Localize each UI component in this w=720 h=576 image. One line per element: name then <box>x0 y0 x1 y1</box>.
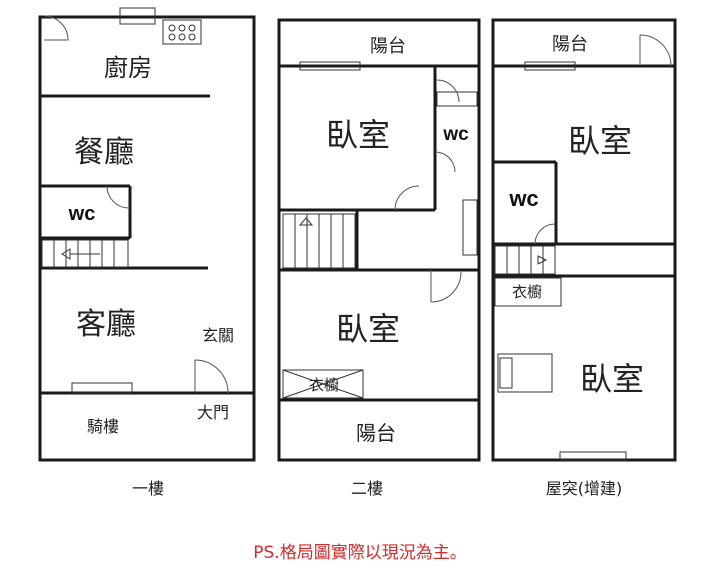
room-arcade: 騎樓 <box>87 417 119 436</box>
room-wc: wc <box>442 124 469 145</box>
window <box>71 382 133 394</box>
room-bedroom-back: 臥室 <box>336 310 400 348</box>
stove-icon <box>162 19 202 45</box>
window <box>299 61 361 71</box>
floor-2-label: 二樓 <box>351 479 383 498</box>
room-entrance: 玄關 <box>202 326 234 345</box>
door-swing-icon <box>43 15 69 41</box>
main-door-swing-icon <box>194 359 229 394</box>
floor-2-outline <box>277 18 481 462</box>
room-kitchen: 廚房 <box>104 54 152 82</box>
floor-1: 廚房 餐廳 wc 客廳 玄關 大門 騎樓 一樓 <box>38 7 256 498</box>
room-balcony-bottom: 陽台 <box>356 421 396 445</box>
stove-burner-icon <box>178 33 186 41</box>
floor-3-label: 屋突(增建) <box>546 479 623 498</box>
room-balcony: 陽台 <box>552 34 588 55</box>
floor-3: 陽台 臥室 wc 衣櫥 臥室 屋突(增建) <box>491 18 677 498</box>
bed-icon <box>497 353 553 393</box>
door-swing-icon <box>434 151 456 173</box>
wardrobe-icon <box>282 369 364 399</box>
door-swing-icon <box>534 223 556 245</box>
room-balcony-top: 陽台 <box>370 36 406 57</box>
stove-burner-icon <box>188 24 196 32</box>
floor-1-label: 一樓 <box>132 479 164 498</box>
disclaimer-note: PS.格局圖實際以現況為主。 <box>253 543 467 563</box>
wardrobe-icon <box>494 277 562 307</box>
room-dining: 餐廳 <box>74 135 134 170</box>
kitchen-window <box>119 7 156 25</box>
window <box>436 91 478 107</box>
wardrobe-label: 衣櫥 <box>309 376 339 394</box>
window <box>559 451 627 461</box>
window <box>524 61 576 71</box>
door-swing-icon <box>394 185 420 211</box>
stairs-icon <box>41 239 129 268</box>
stairs-icon <box>282 213 356 269</box>
floor-2: 陽台 臥室 wc 臥室 衣櫥 陽台 二樓 <box>277 18 481 498</box>
stove-burner-icon <box>188 33 196 41</box>
room-wc: wc <box>508 186 538 211</box>
room-bedroom-bottom: 臥室 <box>580 360 644 398</box>
sink-icon <box>462 199 478 256</box>
room-bedroom-front: 臥室 <box>326 116 390 154</box>
door-swing-icon <box>430 270 462 303</box>
door-swing-icon <box>106 185 130 209</box>
wardrobe-label: 衣櫥 <box>512 283 542 301</box>
main-door-label: 大門 <box>197 403 229 422</box>
room-living: 客廳 <box>76 307 136 342</box>
door-swing-icon <box>436 79 460 103</box>
stove-burner-icon <box>168 33 176 41</box>
door-swing-icon <box>639 34 672 67</box>
room-bedroom-top: 臥室 <box>568 122 632 160</box>
stove-burner-icon <box>168 24 176 32</box>
room-wc: wc <box>68 203 96 225</box>
stairs-icon <box>494 245 556 275</box>
stove-burner-icon <box>178 24 186 32</box>
